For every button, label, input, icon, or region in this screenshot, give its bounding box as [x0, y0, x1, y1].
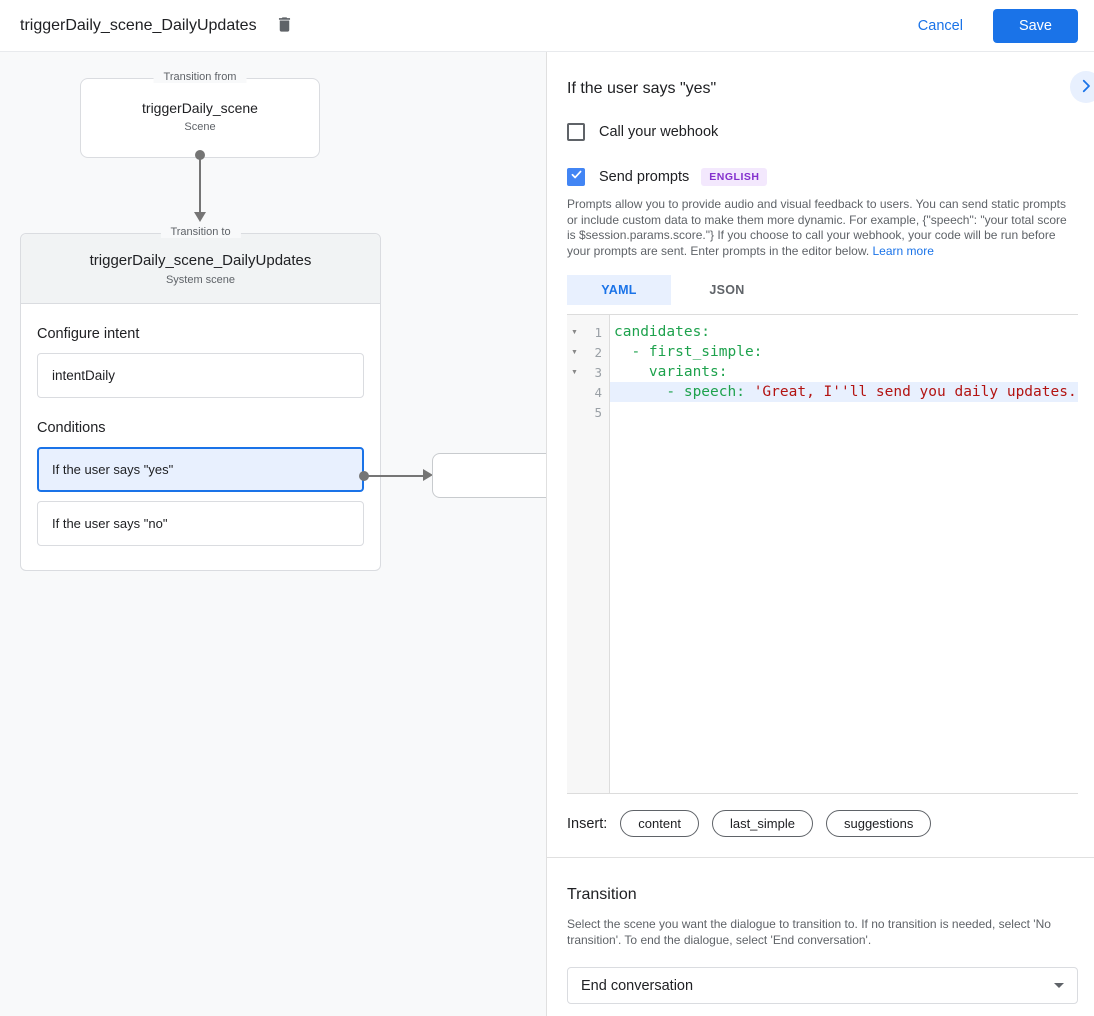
insert-chip-content[interactable]: content	[620, 810, 699, 837]
yaml-string: 'Great, I''ll send you daily updates.	[753, 384, 1077, 400]
collapse-panel-button[interactable]	[1070, 71, 1094, 103]
language-badge: ENGLISH	[701, 168, 768, 186]
gutter-row: 5	[567, 402, 609, 422]
delete-scene-button[interactable]	[275, 14, 294, 38]
editor-gutter: ▼ 1 ▼ 2 ▼ 3 4 5	[567, 315, 610, 793]
prompts-description: Prompts allow you to provide audio and v…	[567, 197, 1078, 259]
line-number: 2	[594, 344, 602, 360]
page-title: triggerDaily_scene_DailyUpdates	[20, 16, 257, 34]
prompts-checkbox[interactable]	[567, 168, 585, 186]
to-scene-header[interactable]: triggerDaily_scene_DailyUpdates System s…	[21, 234, 380, 304]
cancel-button[interactable]: Cancel	[917, 17, 963, 34]
transition-from-legend: Transition from	[153, 71, 247, 83]
transition-from-node[interactable]: Transition from triggerDaily_scene Scene	[80, 71, 320, 158]
to-scene-name: triggerDaily_scene_DailyUpdates	[89, 252, 312, 269]
yaml-key: - speech:	[614, 384, 754, 400]
connector-line-vertical	[199, 159, 201, 214]
gutter-row: ▼ 1	[567, 322, 609, 342]
fold-arrow-icon[interactable]: ▼	[571, 348, 578, 356]
condition-yes-text: If the user says "yes"	[52, 462, 174, 477]
intent-item[interactable]: intentDaily	[37, 353, 364, 398]
code-line	[610, 402, 1078, 422]
line-number: 3	[594, 364, 602, 380]
condition-item-yes[interactable]: If the user says "yes"	[37, 447, 364, 492]
fold-arrow-icon[interactable]: ▼	[571, 368, 578, 376]
configure-intent-label: Configure intent	[37, 326, 140, 342]
gutter-row: 4	[567, 382, 609, 402]
from-scene-type: Scene	[184, 121, 216, 133]
conditions-label: Conditions	[37, 420, 106, 436]
trash-icon	[275, 14, 294, 38]
section-divider	[547, 857, 1094, 858]
to-scene-body: Configure intent intentDaily Conditions …	[21, 304, 380, 571]
webhook-checkbox[interactable]	[567, 123, 585, 141]
code-line: - first_simple:	[610, 342, 1078, 362]
learn-more-link[interactable]: Learn more	[872, 243, 934, 258]
to-scene-type: System scene	[165, 274, 236, 286]
transition-description: Select the scene you want the dialogue t…	[567, 917, 1051, 947]
condition-target-node[interactable]	[432, 453, 546, 498]
yaml-key: - first_simple:	[614, 344, 763, 360]
intent-name: intentDaily	[52, 368, 116, 383]
code-line-active: - speech: 'Great, I''ll send you daily u…	[610, 382, 1078, 402]
line-number: 5	[594, 404, 602, 420]
scene-diagram-panel: Transition from triggerDaily_scene Scene…	[0, 52, 547, 1016]
from-scene-name: triggerDaily_scene	[142, 100, 258, 116]
insert-chip-last-simple[interactable]: last_simple	[711, 810, 813, 837]
code-line: variants:	[610, 362, 1078, 382]
connector-dot-vertical	[195, 150, 205, 160]
gutter-row: ▼ 3	[567, 362, 609, 382]
webhook-row: Call your webhook	[567, 123, 1078, 141]
editor-tabs: YAML JSON	[567, 275, 1078, 305]
insert-row: Insert: content last_simple suggestions	[567, 810, 1078, 837]
tab-yaml[interactable]: YAML	[567, 275, 671, 305]
condition-no-text: If the user says "no"	[52, 516, 168, 531]
condition-detail-panel: If the user says "yes" Call your webhook…	[547, 52, 1094, 1016]
arrow-down-icon	[194, 212, 206, 222]
chevron-right-icon	[1077, 77, 1094, 98]
tab-json[interactable]: JSON	[709, 283, 745, 297]
save-button[interactable]: Save	[992, 8, 1078, 43]
code-line: candidates:	[610, 322, 1078, 342]
condition-item-no[interactable]: If the user says "no"	[37, 501, 364, 546]
connector-dot-horizontal	[359, 471, 369, 481]
line-number: 1	[594, 324, 602, 340]
prompt-code-editor[interactable]: ▼ 1 ▼ 2 ▼ 3 4 5	[567, 314, 1078, 794]
arrow-right-icon	[423, 469, 433, 481]
editor-code-area[interactable]: candidates: - first_simple: variants: - …	[610, 315, 1078, 793]
webhook-label: Call your webhook	[599, 124, 719, 140]
insert-chip-suggestions[interactable]: suggestions	[825, 810, 932, 837]
line-number: 4	[594, 384, 602, 400]
yaml-key: candidates:	[614, 324, 711, 340]
top-bar: triggerDaily_scene_DailyUpdates Cancel S…	[0, 0, 1094, 52]
check-icon	[570, 168, 583, 186]
gutter-row: ▼ 2	[567, 342, 609, 362]
insert-label: Insert:	[567, 815, 608, 832]
transition-to-card: Transition to triggerDaily_scene_DailyUp…	[20, 226, 381, 571]
main-content: Transition from triggerDaily_scene Scene…	[0, 52, 1094, 1016]
connector-line-horizontal	[368, 475, 424, 477]
dropdown-caret-icon	[1054, 983, 1064, 988]
fold-arrow-icon[interactable]: ▼	[571, 328, 578, 336]
condition-heading: If the user says "yes"	[567, 80, 717, 97]
transition-select[interactable]: End conversation	[567, 967, 1078, 1004]
transition-to-legend: Transition to	[160, 226, 241, 238]
transition-selected-value: End conversation	[581, 977, 694, 994]
yaml-key: variants:	[614, 364, 728, 380]
transition-heading: Transition	[567, 886, 637, 903]
prompts-label: Send prompts	[599, 169, 690, 185]
prompts-description-text: Prompts allow you to provide audio and v…	[567, 197, 1067, 258]
prompts-row: Send prompts ENGLISH	[567, 168, 1078, 186]
